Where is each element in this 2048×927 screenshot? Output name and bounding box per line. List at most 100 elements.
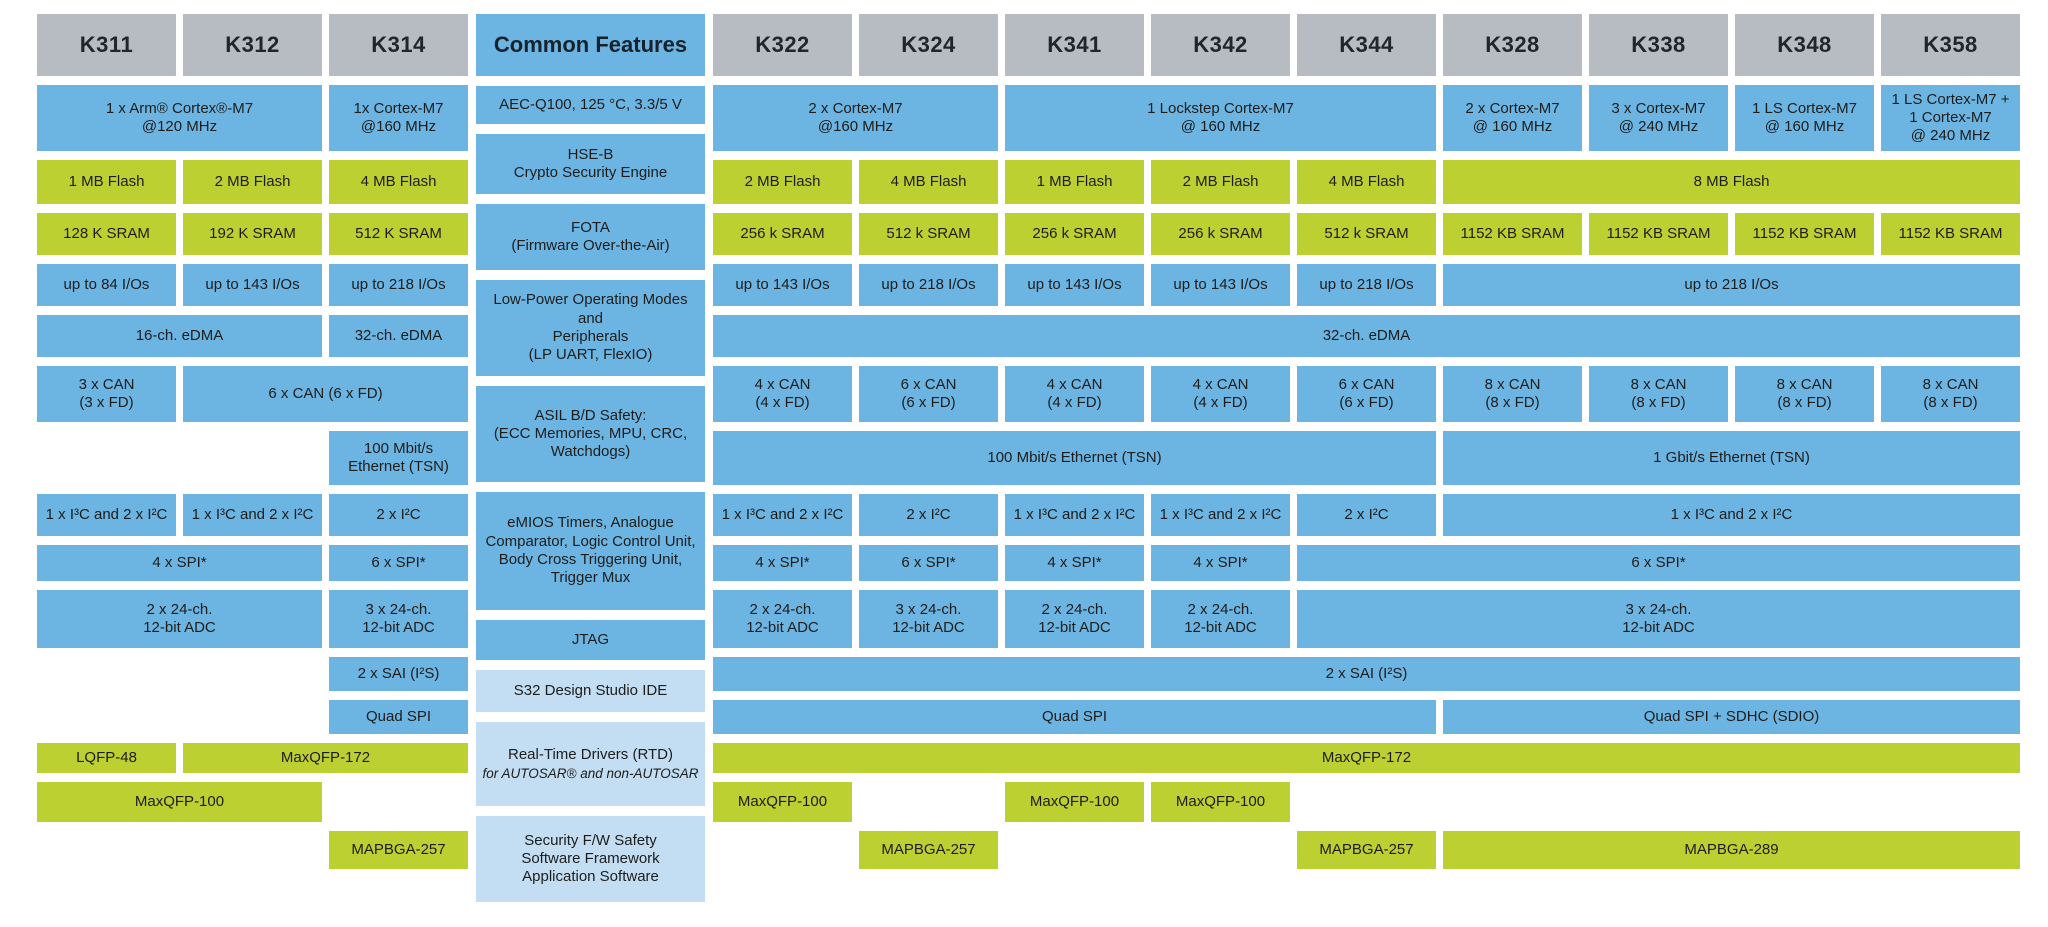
quadspi-cell-k314: Quad SPI [329, 700, 468, 734]
core-cell-k314: 1x Cortex-M7 @160 MHz [329, 85, 468, 151]
column-header-k358: K358 [1881, 14, 2020, 76]
common-fota-cell: FOTA (Firmware Over-the-Air) [476, 204, 705, 270]
common-ide-cell: S32 Design Studio IDE [476, 670, 705, 712]
sram-cell-k322: 256 k SRAM [713, 213, 852, 255]
package-cell-maxqfp100-left: MaxQFP-100 [37, 782, 322, 822]
flash-cell-k311: 1 MB Flash [37, 160, 176, 204]
sram-cell-k312: 192 K SRAM [183, 213, 322, 255]
ios-cell-k328-k358: up to 218 I/Os [1443, 264, 2020, 306]
left-device-group: K311 K312 K314 1 x Arm® Cortex®-M7 @120 … [37, 14, 468, 869]
sram-cell-k324: 512 k SRAM [859, 213, 998, 255]
sram-cell-k358: 1152 KB SRAM [1881, 213, 2020, 255]
common-rtd-cell: Real-Time Drivers (RTD) for AUTOSAR® and… [476, 722, 705, 806]
column-header-k342: K342 [1151, 14, 1290, 76]
can-cell-k324: 6 x CAN (6 x FD) [859, 366, 998, 422]
column-header-k338: K338 [1589, 14, 1728, 76]
package-cell-mapbga257-k344: MAPBGA-257 [1297, 831, 1436, 869]
adc-cell-k311-k312: 2 x 24-ch. 12-bit ADC [37, 590, 322, 648]
ethernet-cell-k314: 100 Mbit/s Ethernet (TSN) [329, 431, 468, 485]
flash-cell-k342: 2 MB Flash [1151, 160, 1290, 204]
ios-cell-k324: up to 218 I/Os [859, 264, 998, 306]
can-cell-k322: 4 x CAN (4 x FD) [713, 366, 852, 422]
sram-cell-k342: 256 k SRAM [1151, 213, 1290, 255]
ios-cell-k322: up to 143 I/Os [713, 264, 852, 306]
core-cell-k341-k344: 1 Lockstep Cortex-M7 @ 160 MHz [1005, 85, 1436, 151]
flash-cell-k312: 2 MB Flash [183, 160, 322, 204]
ethernet-cell-k328-k358: 1 Gbit/s Ethernet (TSN) [1443, 431, 2020, 485]
core-cell-k322-k324: 2 x Cortex-M7 @160 MHz [713, 85, 998, 151]
can-cell-k358: 8 x CAN (8 x FD) [1881, 366, 2020, 422]
can-cell-k311: 3 x CAN (3 x FD) [37, 366, 176, 422]
i2c-cell-k344: 2 x I²C [1297, 494, 1436, 536]
common-low-power-cell: Low-Power Operating Modes and Peripheral… [476, 280, 705, 376]
spi-cell-k322: 4 x SPI* [713, 545, 852, 581]
package-cell-mapbga257-k324: MAPBGA-257 [859, 831, 998, 869]
sram-cell-k344: 512 k SRAM [1297, 213, 1436, 255]
column-header-k314: K314 [329, 14, 468, 76]
flash-cell-k328-k358: 8 MB Flash [1443, 160, 2020, 204]
i2c-cell-k311: 1 x I³C and 2 x I²C [37, 494, 176, 536]
package-cell-mapbga289-k328-k358: MAPBGA-289 [1443, 831, 2020, 869]
sram-cell-k338: 1152 KB SRAM [1589, 213, 1728, 255]
edma-cell-k311-k312: 16-ch. eDMA [37, 315, 322, 357]
core-cell-k311-k312: 1 x Arm® Cortex®-M7 @120 MHz [37, 85, 322, 151]
flash-cell-k344: 4 MB Flash [1297, 160, 1436, 204]
spi-cell-k314: 6 x SPI* [329, 545, 468, 581]
rtd-subtitle: for AUTOSAR® and non-AUTOSAR [482, 765, 699, 781]
i2c-cell-k314: 2 x I²C [329, 494, 468, 536]
i2c-cell-k324: 2 x I²C [859, 494, 998, 536]
common-software-cell: Security F/W Safety Software Framework A… [476, 816, 705, 902]
i2c-cell-k342: 1 x I³C and 2 x I²C [1151, 494, 1290, 536]
flash-cell-k322: 2 MB Flash [713, 160, 852, 204]
spi-cell-k342: 4 x SPI* [1151, 545, 1290, 581]
adc-cell-k322: 2 x 24-ch. 12-bit ADC [713, 590, 852, 648]
column-header-k312: K312 [183, 14, 322, 76]
i2c-cell-k322: 1 x I³C and 2 x I²C [713, 494, 852, 536]
ios-cell-k312: up to 143 I/Os [183, 264, 322, 306]
flash-cell-k314: 4 MB Flash [329, 160, 468, 204]
sram-cell-k311: 128 K SRAM [37, 213, 176, 255]
sram-cell-k348: 1152 KB SRAM [1735, 213, 1874, 255]
ios-cell-k311: up to 84 I/Os [37, 264, 176, 306]
column-header-k328: K328 [1443, 14, 1582, 76]
sai-cell-right-all: 2 x SAI (I²S) [713, 657, 2020, 691]
core-cell-k348: 1 LS Cortex-M7 @ 160 MHz [1735, 85, 1874, 151]
core-cell-k358: 1 LS Cortex-M7 + 1 Cortex-M7 @ 240 MHz [1881, 85, 2020, 151]
package-cell-lqfp48: LQFP-48 [37, 743, 176, 773]
rtd-title: Real-Time Drivers (RTD) [508, 745, 673, 763]
can-cell-k341: 4 x CAN (4 x FD) [1005, 366, 1144, 422]
core-cell-k338: 3 x Cortex-M7 @ 240 MHz [1589, 85, 1728, 151]
common-features-column: Common Features AEC-Q100, 125 °C, 3.3/5 … [476, 14, 705, 902]
sram-cell-k328: 1152 KB SRAM [1443, 213, 1582, 255]
quadspi-cell-k322-k344: Quad SPI [713, 700, 1436, 734]
can-cell-k338: 8 x CAN (8 x FD) [1589, 366, 1728, 422]
common-jtag-cell: JTAG [476, 620, 705, 660]
common-features-title: Common Features [476, 14, 705, 76]
adc-cell-k314: 3 x 24-ch. 12-bit ADC [329, 590, 468, 648]
common-hse-security-cell: HSE-B Crypto Security Engine [476, 134, 705, 194]
column-header-k341: K341 [1005, 14, 1144, 76]
edma-cell-right-all: 32-ch. eDMA [713, 315, 2020, 357]
ethernet-cell-k322-k344: 100 Mbit/s Ethernet (TSN) [713, 431, 1436, 485]
column-header-k311: K311 [37, 14, 176, 76]
spi-cell-k324: 6 x SPI* [859, 545, 998, 581]
can-cell-k348: 8 x CAN (8 x FD) [1735, 366, 1874, 422]
i2c-cell-k341: 1 x I³C and 2 x I²C [1005, 494, 1144, 536]
package-cell-maxqfp100-k322: MaxQFP-100 [713, 782, 852, 822]
core-cell-k328: 2 x Cortex-M7 @ 160 MHz [1443, 85, 1582, 151]
can-cell-k344: 6 x CAN (6 x FD) [1297, 366, 1436, 422]
adc-cell-k324: 3 x 24-ch. 12-bit ADC [859, 590, 998, 648]
common-timers-cell: eMIOS Timers, Analogue Comparator, Logic… [476, 492, 705, 610]
column-header-k344: K344 [1297, 14, 1436, 76]
flash-cell-k324: 4 MB Flash [859, 160, 998, 204]
sai-cell-k314: 2 x SAI (I²S) [329, 657, 468, 691]
can-cell-k328: 8 x CAN (8 x FD) [1443, 366, 1582, 422]
can-cell-k342: 4 x CAN (4 x FD) [1151, 366, 1290, 422]
right-device-group: K322 K324 K341 K342 K344 K328 K338 K348 … [713, 14, 2020, 869]
quadspi-sdhc-cell-k328-k358: Quad SPI + SDHC (SDIO) [1443, 700, 2020, 734]
spi-cell-k341: 4 x SPI* [1005, 545, 1144, 581]
package-cell-maxqfp172-right: MaxQFP-172 [713, 743, 2020, 773]
adc-cell-k344-k358: 3 x 24-ch. 12-bit ADC [1297, 590, 2020, 648]
edma-cell-k314: 32-ch. eDMA [329, 315, 468, 357]
